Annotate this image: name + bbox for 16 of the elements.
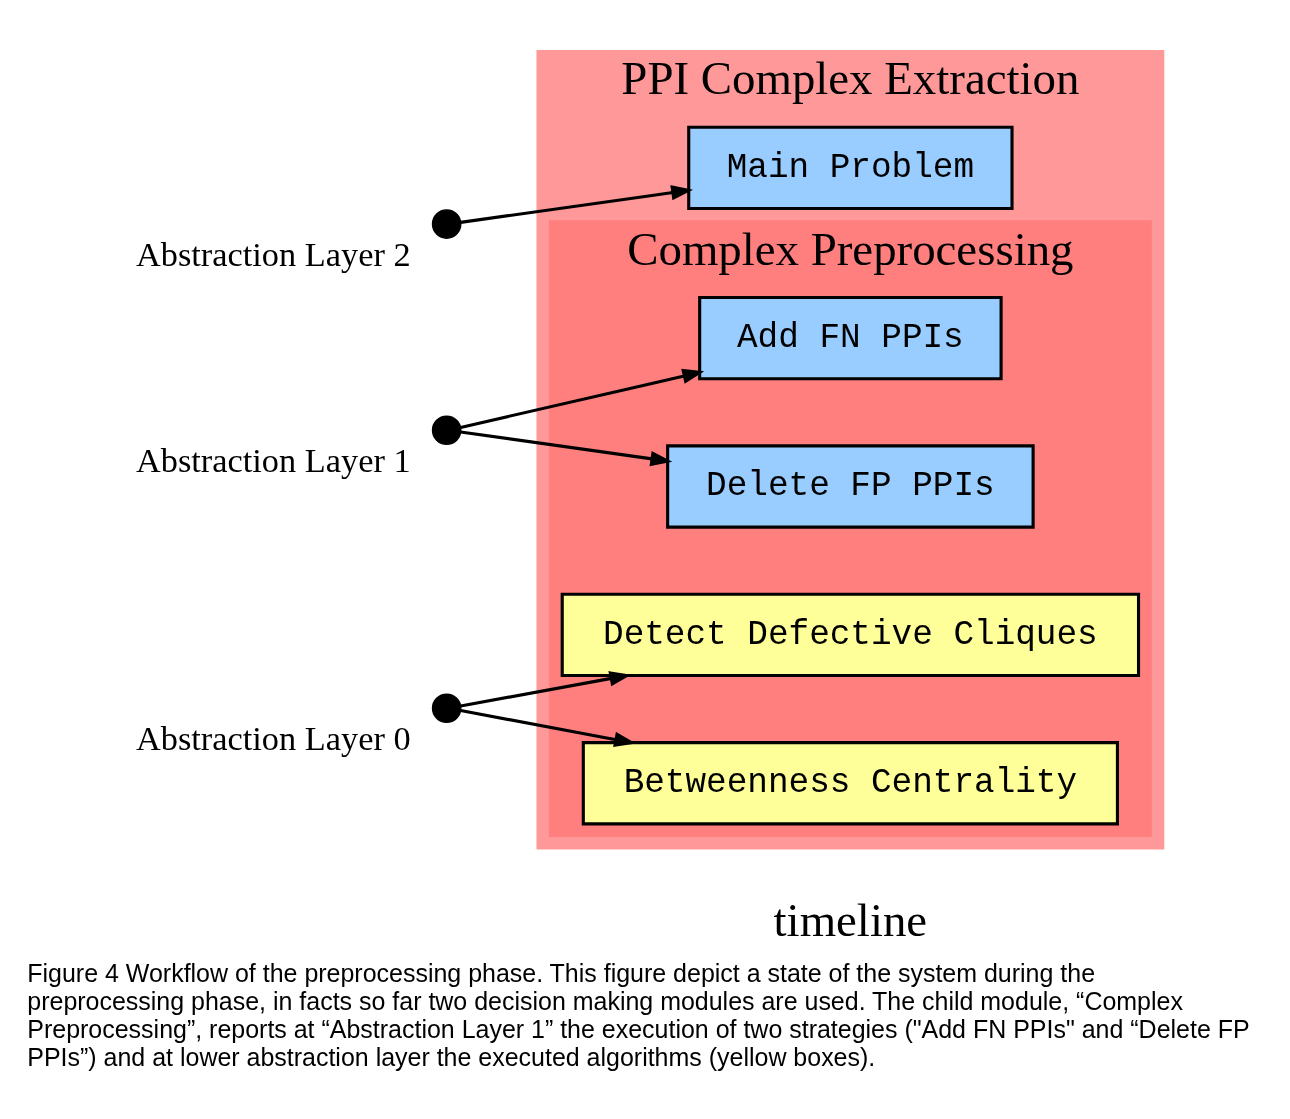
node-box: Add FN PPIs [698, 295, 1003, 381]
node-circle [431, 415, 462, 446]
node-label: Abstraction Layer 0 [135, 718, 411, 757]
label: timeline [773, 893, 928, 946]
node-box: Detect Defective Cliques [560, 592, 1141, 677]
caption: Figure 4 Workflow of the preprocessing phase. This figure depict a state of the system during the preprocessing phase, in facts so far two decision making modules are used. The child module, “Complex Preprocessing”, reports at “Abstraction Layer 1” the execution of two strategies ("Add FN PPIs" and “Delete FP PPIs”) and at lower abstraction layer the executed algorithms (yellow boxes). [27, 959, 1250, 1072]
node-label: Abstraction Layer 1 [135, 440, 411, 479]
node-box: Main Problem [687, 125, 1014, 211]
arrow [460, 430, 673, 467]
node-box: Betweenness Centrality [581, 741, 1119, 826]
node-circle [431, 693, 462, 724]
arrow [460, 368, 705, 429]
arrow [460, 185, 694, 224]
node-label: Abstraction Layer 2 [135, 234, 411, 273]
node-box: Delete FP PPIs [666, 444, 1035, 529]
node-circle [431, 209, 462, 239]
